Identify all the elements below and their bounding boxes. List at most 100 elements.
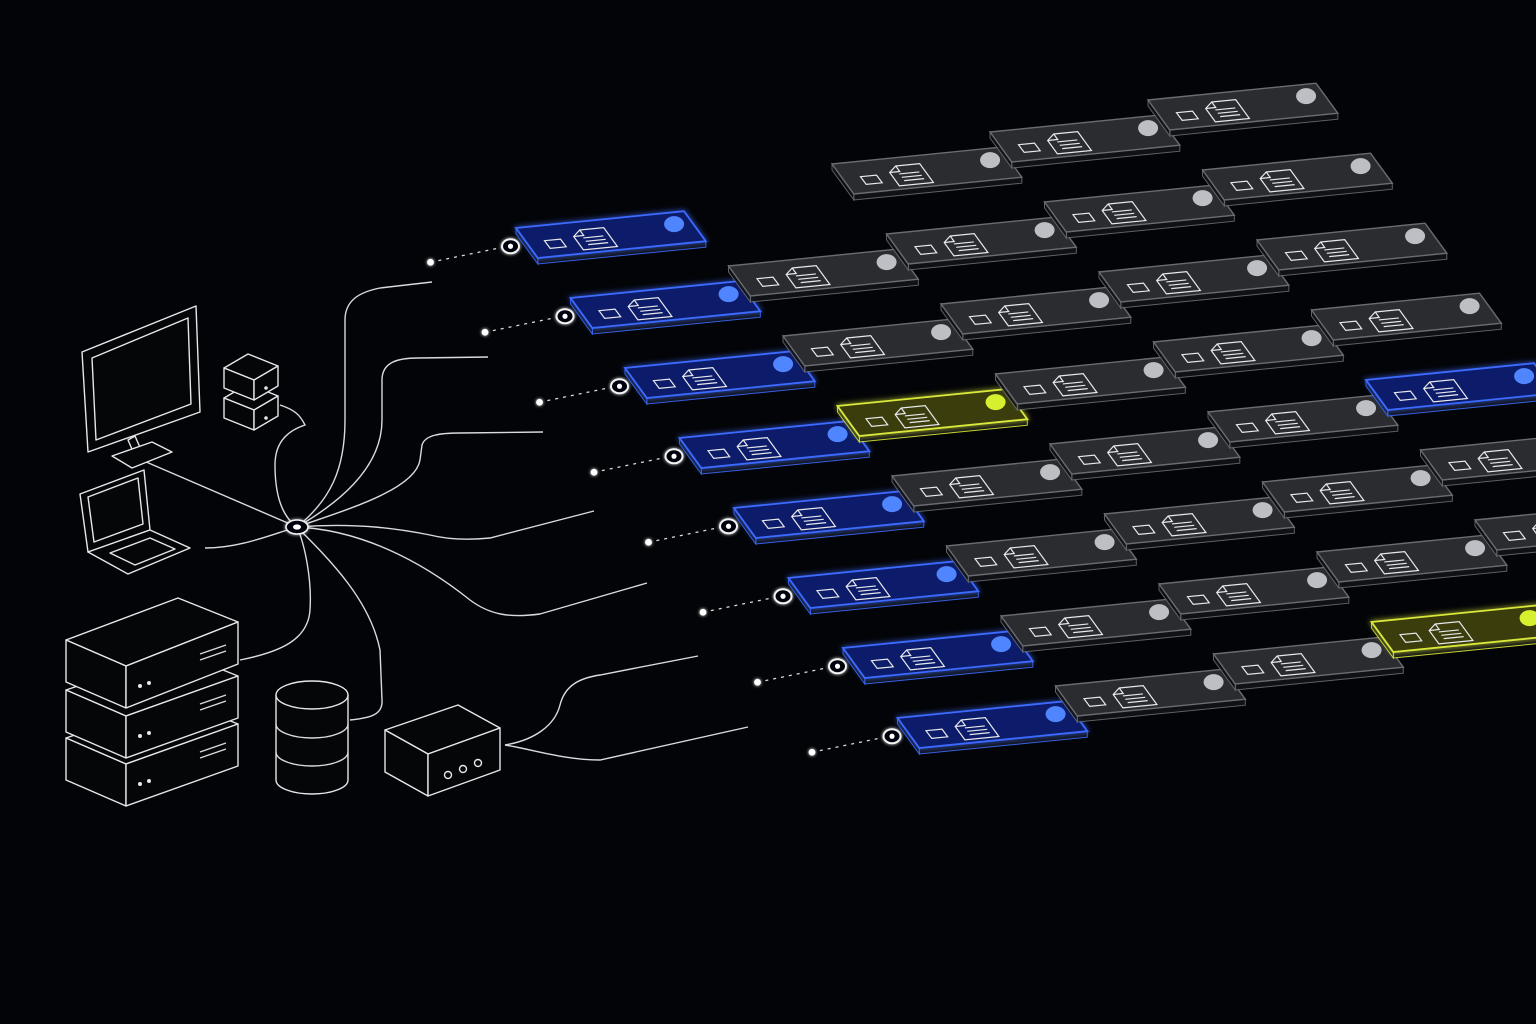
status-dot: [1350, 158, 1371, 175]
card-gray[interactable]: [727, 248, 920, 304]
cube-stack-icon[interactable]: [223, 353, 279, 431]
card-gray[interactable]: [1206, 394, 1400, 450]
link-midpoint: [699, 608, 707, 616]
document-icon: [1373, 550, 1420, 575]
network-box-icon[interactable]: [384, 704, 501, 797]
document-icon: [1264, 410, 1311, 435]
card-gray[interactable]: [885, 216, 1078, 272]
link-midpoint: [536, 398, 543, 406]
square-icon: [761, 518, 786, 530]
square-icon: [1229, 180, 1254, 192]
document-icon: [1204, 98, 1251, 123]
document-icon: [839, 334, 886, 359]
card-blue[interactable]: [568, 280, 762, 336]
link-port[interactable]: [610, 378, 630, 395]
status-dot: [1252, 502, 1273, 519]
card-blue[interactable]: [623, 350, 817, 406]
square-icon: [913, 244, 938, 256]
card-gray[interactable]: [1261, 464, 1454, 520]
status-dot: [1296, 88, 1317, 105]
card-gray[interactable]: [1048, 426, 1242, 482]
card-yellow[interactable]: [835, 388, 1029, 444]
square-icon: [1338, 320, 1363, 332]
monitor-icon[interactable]: [81, 305, 201, 469]
card-gray[interactable]: [1315, 534, 1509, 590]
card-yellow[interactable]: [1369, 604, 1536, 660]
document-icon: [899, 646, 946, 671]
hub-node[interactable]: [285, 519, 309, 535]
status-dot: [1138, 120, 1159, 137]
status-dot: [936, 566, 957, 583]
card-gray[interactable]: [1419, 433, 1536, 488]
status-dot: [985, 394, 1006, 411]
card-gray[interactable]: [781, 318, 975, 374]
status-dot: [1361, 642, 1382, 659]
square-icon: [968, 314, 993, 326]
document-icon: [1101, 200, 1147, 225]
link-midpoint: [590, 468, 598, 476]
card-gray[interactable]: [1054, 668, 1247, 724]
link-port[interactable]: [719, 518, 739, 535]
card-gray[interactable]: [1212, 636, 1405, 692]
card-blue[interactable]: [895, 700, 1089, 756]
status-dot: [931, 324, 952, 341]
card-gray[interactable]: [939, 286, 1133, 342]
document-icon: [1428, 620, 1474, 645]
card-blue[interactable]: [841, 630, 1035, 686]
status-dot: [718, 286, 739, 303]
link-port[interactable]: [773, 588, 793, 605]
square-icon: [1344, 562, 1369, 574]
card-grid: [514, 82, 1536, 756]
link-port[interactable]: [664, 448, 684, 465]
card-gray[interactable]: [1310, 292, 1503, 348]
card-gray[interactable]: [1103, 496, 1296, 552]
card-gray[interactable]: [1152, 324, 1345, 380]
status-dot: [1356, 400, 1377, 417]
card-blue[interactable]: [786, 560, 980, 616]
card-gray[interactable]: [1043, 184, 1236, 240]
document-icon: [894, 404, 940, 429]
card-blue[interactable]: [1364, 362, 1536, 418]
square-icon: [1071, 212, 1096, 224]
link-port[interactable]: [555, 308, 575, 325]
status-dot: [1465, 540, 1486, 557]
card-gray[interactable]: [1473, 503, 1536, 558]
status-dot: [1143, 362, 1164, 379]
link-port[interactable]: [828, 658, 848, 675]
card-blue[interactable]: [732, 490, 926, 546]
square-icon: [924, 728, 949, 740]
card-gray[interactable]: [1146, 82, 1340, 138]
status-dot: [1192, 190, 1213, 207]
database-icon[interactable]: [275, 680, 349, 795]
square-icon: [1186, 594, 1211, 606]
card-blue[interactable]: [514, 210, 708, 266]
card-gray[interactable]: [890, 458, 1084, 514]
card-blue[interactable]: [677, 420, 871, 476]
card-gray[interactable]: [999, 598, 1193, 654]
card-gray[interactable]: [945, 528, 1138, 584]
card-gray[interactable]: [1255, 222, 1449, 278]
card-gray[interactable]: [830, 146, 1024, 202]
square-icon: [1126, 282, 1151, 294]
document-icon: [1270, 652, 1316, 677]
document-icon: [1106, 442, 1153, 467]
document-icon: [736, 436, 782, 461]
card-gray[interactable]: [1157, 566, 1351, 622]
link-port[interactable]: [501, 238, 521, 255]
card-gray[interactable]: [994, 356, 1187, 412]
server-rack-icon[interactable]: [65, 597, 239, 807]
document-icon: [627, 296, 673, 321]
dashed-links: [427, 238, 902, 756]
laptop-icon[interactable]: [79, 469, 191, 575]
document-icon: [1259, 168, 1305, 193]
link-port[interactable]: [882, 728, 902, 745]
square-icon: [1017, 142, 1042, 154]
document-icon: [888, 162, 935, 187]
document-icon: [943, 232, 989, 257]
square-icon: [1082, 696, 1107, 708]
card-gray[interactable]: [1201, 152, 1394, 208]
document-icon: [948, 474, 995, 499]
document-icon: [954, 716, 1000, 741]
card-gray[interactable]: [988, 114, 1182, 170]
card-gray[interactable]: [1097, 254, 1291, 310]
